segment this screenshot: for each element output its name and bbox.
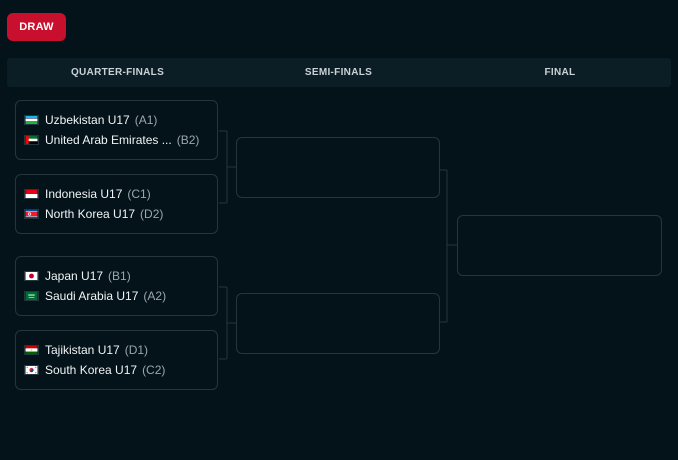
column-header-semi-finals: SEMI-FINALS xyxy=(304,67,373,78)
column-header-quarter-finals: QUARTER-FINALS xyxy=(70,67,165,78)
team-row: Japan U17 (B1) xyxy=(24,268,214,284)
tajikistan-flag-icon xyxy=(24,345,39,355)
team-name: United Arab Emirates ... xyxy=(45,133,172,147)
uzbekistan-flag-icon xyxy=(24,115,39,125)
quarter-final-match-3[interactable]: Japan U17 (B1) Saudi Arabia U17 (A2) xyxy=(15,256,218,316)
saudi-arabia-flag-icon xyxy=(24,291,39,301)
team-seed: (D1) xyxy=(124,343,149,357)
team-seed: (C1) xyxy=(127,187,151,201)
quarter-final-match-2[interactable]: Indonesia U17 (C1) North Korea U17 (D2) xyxy=(15,174,218,234)
final-match[interactable] xyxy=(457,215,662,276)
team-row: Indonesia U17 (C1) xyxy=(24,186,214,202)
bracket-header: QUARTER-FINALS SEMI-FINALS FINAL xyxy=(7,58,671,87)
team-row: Uzbekistan U17 (A1) xyxy=(24,112,214,128)
team-name: Uzbekistan U17 xyxy=(45,113,130,127)
column-header-final: FINAL xyxy=(544,67,576,78)
semi-final-match-2[interactable] xyxy=(236,293,440,354)
team-name: North Korea U17 xyxy=(45,207,136,221)
draw-button[interactable]: DRAW xyxy=(7,13,66,41)
team-name: Saudi Arabia U17 xyxy=(45,289,139,303)
semi-final-match-1[interactable] xyxy=(236,137,440,198)
quarter-final-match-4[interactable]: Tajikistan U17 (D1) South Korea U17 (C2) xyxy=(15,330,218,390)
team-row: Tajikistan U17 (D1) xyxy=(24,342,214,358)
team-name: Tajikistan U17 xyxy=(45,343,120,357)
team-name: South Korea U17 xyxy=(45,363,138,377)
team-seed: (B1) xyxy=(108,269,131,283)
team-seed: (D2) xyxy=(140,207,164,221)
team-row: South Korea U17 (C2) xyxy=(24,362,214,378)
team-name: Japan U17 xyxy=(45,269,104,283)
north-korea-flag-icon xyxy=(24,209,39,219)
uae-flag-icon xyxy=(24,135,39,145)
team-row: North Korea U17 (D2) xyxy=(24,206,214,222)
team-row: Saudi Arabia U17 (A2) xyxy=(24,288,214,304)
south-korea-flag-icon xyxy=(24,365,39,375)
japan-flag-icon xyxy=(24,271,39,281)
quarter-final-match-1[interactable]: Uzbekistan U17 (A1) United Arab Emirates… xyxy=(15,100,218,160)
team-seed: (B2) xyxy=(176,133,200,147)
indonesia-flag-icon xyxy=(24,189,39,199)
team-seed: (A1) xyxy=(134,113,158,127)
team-seed: (A2) xyxy=(143,289,167,303)
team-name: Indonesia U17 xyxy=(45,187,123,201)
team-row: United Arab Emirates ... (B2) xyxy=(24,132,214,148)
team-seed: (C2) xyxy=(142,363,166,377)
